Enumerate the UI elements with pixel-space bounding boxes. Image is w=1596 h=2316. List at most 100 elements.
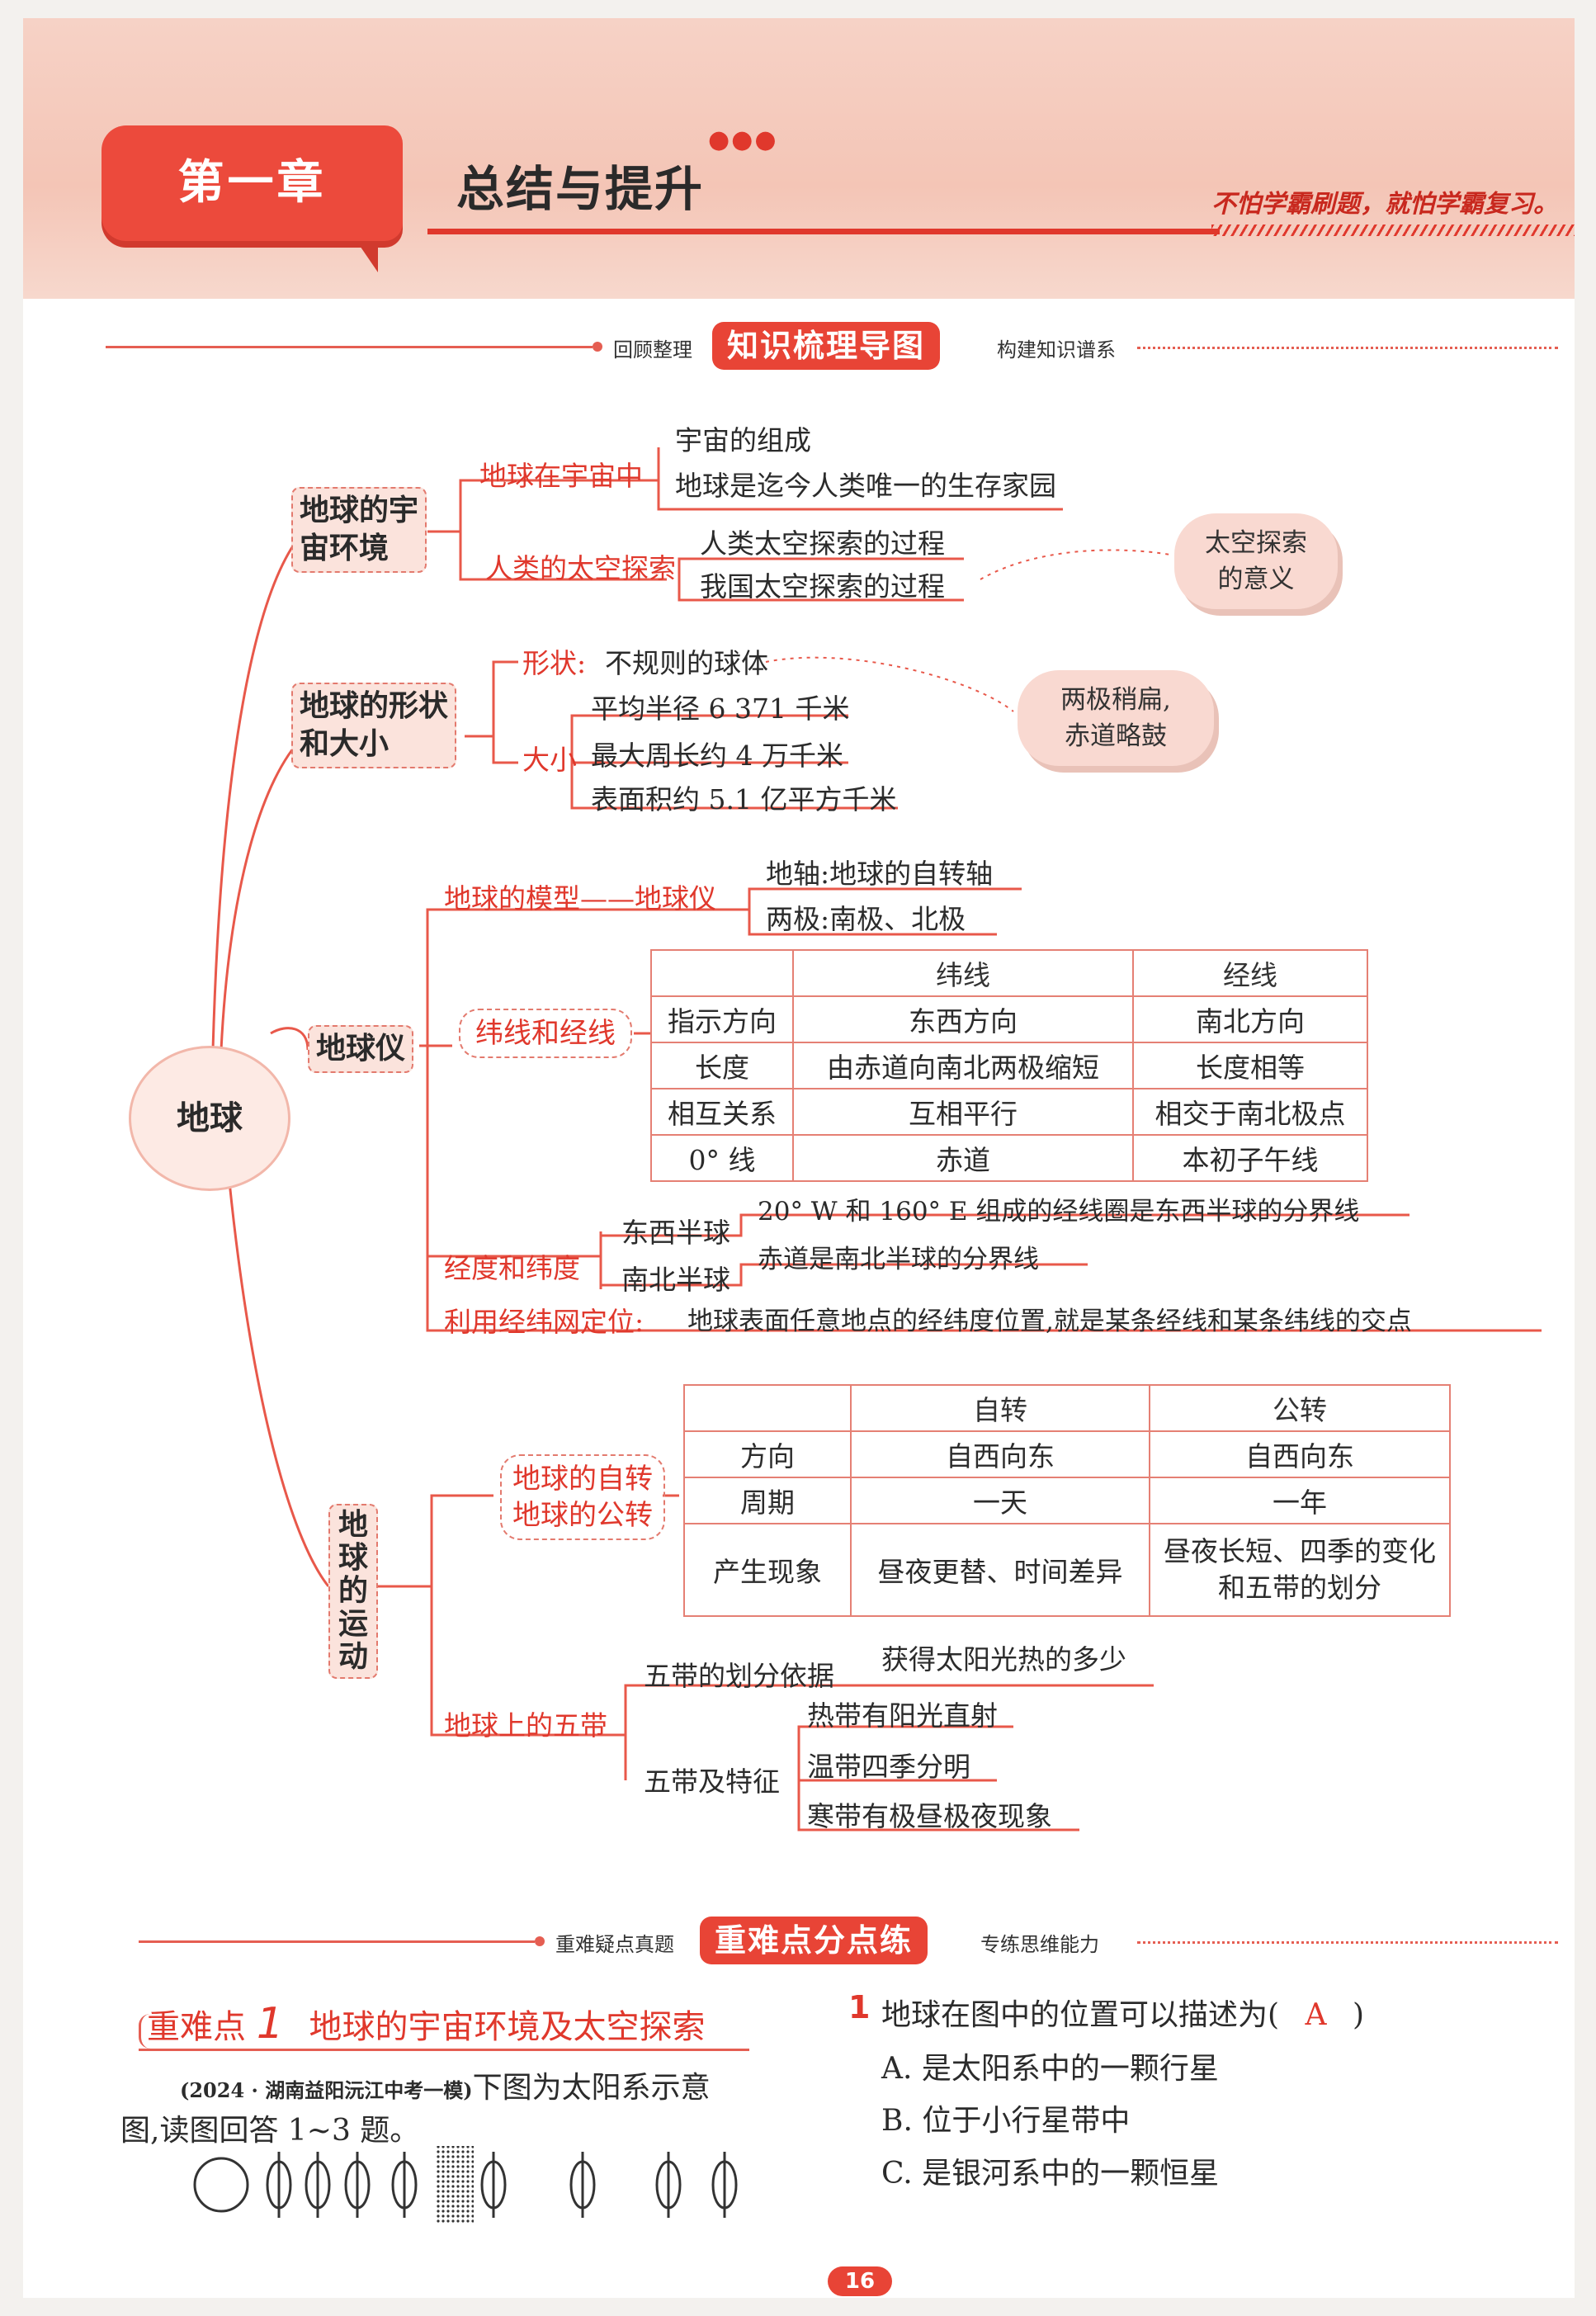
branch-five-zones: 地球上的五带: [444, 1709, 607, 1742]
table-header-cell: 经线: [1132, 949, 1368, 997]
table-header-cell: [683, 1384, 852, 1432]
value-grid-positioning: 地球表面任意地点的经纬度位置,就是某条经线和某条纬线的交点: [687, 1307, 1412, 1336]
page-number: 16: [828, 2266, 892, 2296]
size-item-radius: 平均半径 6 371 千米: [591, 692, 850, 725]
intro-text: 下图为太阳系示意: [472, 2071, 711, 2105]
branch-earth-in-universe: 地球在宇宙中: [479, 460, 643, 492]
table-row: 产生现象 昼夜更替、时间差异 昼夜长短、四季的变化 和五带的划分: [683, 1523, 1451, 1617]
label-zone-features: 五带及特征: [644, 1765, 780, 1798]
option-c[interactable]: C. 是银河系中的一颗恒星: [881, 2157, 1220, 2191]
table-row: 相互关系 互相平行 相交于南北极点: [650, 1088, 1368, 1136]
table-cell: 长度: [650, 1042, 794, 1089]
table-cell: 自西向东: [1149, 1430, 1451, 1478]
mindmap-connectors: [211, 447, 1542, 1832]
question-text: 地球在图中的位置可以描述为(: [881, 1998, 1280, 2032]
table-cell: 互相平行: [792, 1088, 1134, 1136]
asteroid-belt: [436, 2146, 474, 2224]
value-north-south-boundary: 赤道是南北半球的分界线: [758, 1245, 1039, 1274]
table-row: 长度 由赤道向南北两极缩短 长度相等: [650, 1042, 1368, 1089]
section-header-mindmap: 回顾整理 知识梳理导图 构建知识谱系: [106, 322, 1558, 371]
option-b[interactable]: B. 位于小行星带中: [881, 2104, 1131, 2138]
question-source: (2024 · 湖南益阳沅江中考一模): [180, 2078, 473, 2102]
section-left-text: 回顾整理: [613, 338, 692, 362]
node-shape-and-size: 地球的形状 和大小: [291, 683, 457, 768]
item-only-home: 地球是迄今人类唯一的生存家园: [675, 470, 1056, 502]
label-east-west-hemisphere: 东西半球: [621, 1217, 730, 1249]
divider-dot: [535, 1936, 545, 1946]
question-close: ): [1352, 1998, 1364, 2032]
chapter-label: 第一章: [102, 125, 403, 272]
table-row: 0° 线 赤道 本初子午线: [650, 1134, 1368, 1182]
branch-longitude-latitude: 经度和纬度: [444, 1252, 580, 1284]
label-size: 大小: [522, 744, 577, 776]
option-a[interactable]: A. 是太阳系中的一颗行星: [881, 2052, 1219, 2086]
label-zone-basis: 五带的划分依据: [644, 1660, 834, 1692]
problem-intro-line1: (2024 · 湖南益阳沅江中考一模)下图为太阳系示意: [180, 2063, 711, 2106]
motion-table: 自转 公转 方向 自西向东 自西向东 周期 一天 一年 产生现象 昼夜更替、时间…: [683, 1384, 1451, 1617]
node-globe: 地球仪: [308, 1025, 414, 1073]
question-stem: 地球在图中的位置可以描述为( A ): [881, 1991, 1364, 2034]
dotted-divider: [1137, 347, 1558, 349]
title-dots: ●●●: [708, 125, 778, 154]
zone-feature-tropical: 热带有阳光直射: [807, 1699, 998, 1732]
root-node-earth: 地球: [129, 1046, 290, 1191]
table-cell: 相交于南北极点: [1132, 1088, 1368, 1136]
table-header-row: 自转 公转: [683, 1384, 1451, 1432]
slogan-decoration: [1211, 225, 1575, 236]
table-header-cell: 自转: [850, 1384, 1150, 1432]
divider-dot: [593, 342, 602, 352]
size-item-area: 表面积约 5.1 亿平方千米: [591, 783, 897, 815]
zone-feature-frigid: 寒带有极昼极夜现象: [807, 1800, 1052, 1832]
table-header-row: 纬线 经线: [650, 949, 1368, 997]
label-north-south-hemisphere: 南北半球: [621, 1264, 730, 1296]
section-title-pill: 知识梳理导图: [712, 322, 941, 370]
table-cell: 一天: [850, 1477, 1150, 1524]
point-title-underline: [139, 2049, 749, 2051]
table-header-cell: [650, 949, 794, 997]
bubble-flattened-poles: 两极稍扁, 赤道略鼓: [1018, 670, 1214, 766]
key-point-title: 重难点 1 地球的宇宙环境及太空探索: [147, 1999, 706, 2049]
table-cell: 周期: [683, 1477, 852, 1524]
table-cell: 昼夜更替、时间差异: [850, 1523, 1150, 1617]
node-cosmic-environment: 地球的宇 宙环境: [291, 487, 427, 573]
table-cell: 产生现象: [683, 1523, 852, 1617]
item-universe-composition: 宇宙的组成: [675, 424, 811, 456]
table-cell: 指示方向: [650, 995, 794, 1043]
table-cell: 昼夜长短、四季的变化 和五带的划分: [1149, 1523, 1451, 1617]
value-irregular-sphere: 不规则的球体: [605, 647, 768, 679]
size-item-circumference: 最大周长约 4 万千米: [591, 740, 843, 772]
section-title-pill: 重难点分点练: [700, 1917, 928, 1964]
table-cell: 由赤道向南北两极缩短: [792, 1042, 1134, 1089]
branch-globe-model: 地球的模型——地球仪: [444, 882, 716, 915]
table-header-cell: 纬线: [792, 949, 1134, 997]
value-east-west-boundary: 20° W 和 160° E 组成的经线圈是东西半球的分界线: [758, 1197, 1360, 1227]
chapter-title: 总结与提升: [456, 161, 705, 217]
question-number: 1: [848, 1989, 871, 2025]
section-right-text: 专练思维能力: [980, 1933, 1099, 1956]
oval-rotation-revolution: 地球的自转 地球的公转: [500, 1454, 665, 1540]
table-cell: 本初子午线: [1132, 1134, 1368, 1182]
point-title-bracket: [139, 2014, 158, 2049]
item-human-exploration: 人类太空探索的过程: [700, 527, 945, 560]
table-row: 指示方向 东西方向 南北方向: [650, 995, 1368, 1043]
branch-grid-positioning: 利用经纬网定位:: [444, 1306, 645, 1338]
table-cell: 0° 线: [650, 1134, 794, 1182]
divider: [106, 346, 593, 348]
key-point-number: 1: [256, 1999, 284, 2049]
item-earth-axis: 地轴:地球的自转轴: [766, 858, 994, 890]
table-cell: 方向: [683, 1430, 852, 1478]
key-point-topic: 地球的宇宙环境及太空探索: [309, 2008, 706, 2046]
table-cell: 一年: [1149, 1477, 1451, 1524]
key-point-prefix: 重难点: [147, 2008, 246, 2046]
dotted-divider: [1137, 1941, 1558, 1944]
zone-feature-temperate: 温带四季分明: [807, 1751, 970, 1783]
table-cell: 自西向东: [850, 1430, 1150, 1478]
title-underline: [427, 229, 1220, 234]
section-left-text: 重难疑点真题: [555, 1933, 674, 1956]
problem-intro-line2: 图,读图回答 1~3 题。: [120, 2114, 420, 2148]
value-zone-basis: 获得太阳光热的多少: [881, 1643, 1126, 1676]
section-header-practice: 重难疑点真题 重难点分点练 专练思维能力: [106, 1917, 1558, 1966]
slogan: 不怕学霸刷题，就怕学霸复习。: [1211, 190, 1558, 219]
table-header-cell: 公转: [1149, 1384, 1451, 1432]
node-earth-motion: 地 球 的 运 动: [328, 1504, 378, 1679]
